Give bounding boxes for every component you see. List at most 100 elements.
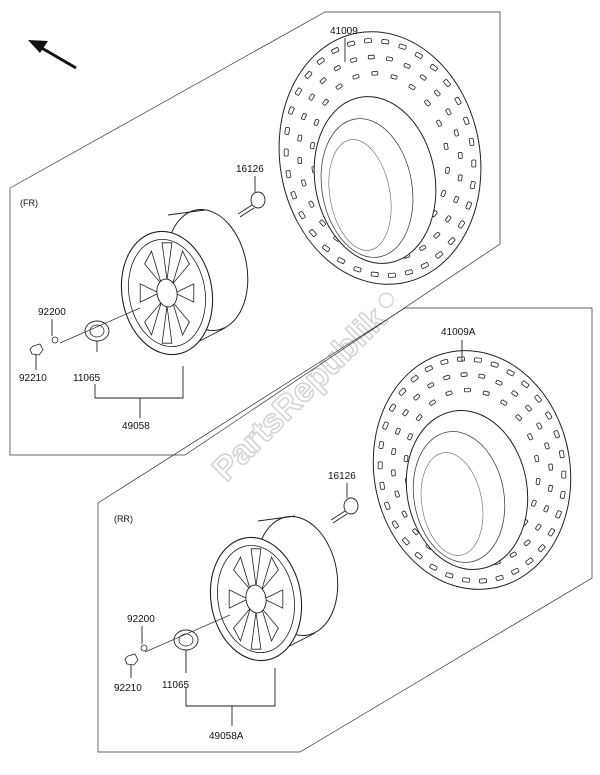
tread-block xyxy=(478,373,486,379)
tread-block xyxy=(401,510,408,518)
tread-block xyxy=(412,528,419,536)
tread-block xyxy=(525,404,532,412)
tread-block xyxy=(509,551,517,558)
tread-block xyxy=(389,403,397,412)
wheel-spoke xyxy=(144,301,162,336)
tread-block xyxy=(290,191,297,200)
wheel-spoke xyxy=(174,283,195,303)
tread-block xyxy=(543,505,550,513)
tread-block xyxy=(391,448,397,456)
tread-block xyxy=(530,499,537,507)
tread-block xyxy=(404,269,413,276)
tread-block xyxy=(347,40,356,47)
front-tire xyxy=(278,31,482,285)
front-group-frame xyxy=(9,11,501,456)
tread-block xyxy=(337,257,346,265)
tread-block xyxy=(313,118,320,127)
tread-block xyxy=(429,563,438,571)
tread-block xyxy=(414,51,423,59)
rear-valve xyxy=(330,497,359,524)
wheel-spoke xyxy=(161,242,173,281)
tread-block xyxy=(465,201,472,210)
tread-block xyxy=(453,195,459,204)
tread-block xyxy=(410,375,419,383)
tread-block xyxy=(458,151,463,159)
wheel-spoke xyxy=(228,589,249,609)
tread-block xyxy=(322,244,331,253)
tread-block xyxy=(403,455,409,463)
tread-block xyxy=(298,211,306,220)
tread-block xyxy=(457,356,465,362)
rear-washer-label: 92200 xyxy=(127,614,155,625)
tread-block xyxy=(443,79,451,87)
tread-block xyxy=(443,374,451,381)
rear-tire-label: 41009A xyxy=(441,327,476,338)
tread-block xyxy=(511,390,519,397)
tread-block xyxy=(288,106,295,115)
tread-block xyxy=(391,469,396,477)
tread-block xyxy=(385,56,393,62)
front-nut-label: 92210 xyxy=(19,373,47,384)
tread-block xyxy=(443,142,449,150)
tread-block xyxy=(352,74,360,80)
wheel-spoke xyxy=(261,556,279,591)
tread-block xyxy=(371,71,379,76)
tread-block xyxy=(515,414,523,422)
tread-block xyxy=(403,63,411,69)
front-washer xyxy=(51,319,59,344)
tread-block xyxy=(284,126,291,136)
tread-block xyxy=(555,510,562,519)
tread-block xyxy=(429,63,438,72)
tread-block xyxy=(304,70,313,79)
tread-block xyxy=(440,358,449,366)
tread-block xyxy=(420,262,429,269)
tread-block xyxy=(436,119,443,127)
tread-block xyxy=(335,83,343,90)
tread-block xyxy=(308,93,315,101)
tread-block xyxy=(370,271,379,277)
front-section-label: (FR) xyxy=(20,198,38,208)
tread-block xyxy=(378,441,385,450)
tread-block xyxy=(525,557,534,565)
tread-block xyxy=(310,142,315,150)
tread-block xyxy=(308,200,315,208)
front-nut xyxy=(29,343,44,370)
tread-block xyxy=(402,409,409,417)
tread-block xyxy=(419,74,427,81)
tread-block xyxy=(445,390,453,396)
front-group: (FR) 41009 16126 xyxy=(9,11,501,456)
tread-block xyxy=(511,568,520,575)
tread-block xyxy=(457,220,466,229)
tread-block xyxy=(482,390,490,396)
tread-block xyxy=(285,170,292,179)
rear-washer xyxy=(140,626,148,652)
tread-block xyxy=(462,577,471,583)
tread-block xyxy=(322,98,329,106)
tread-block xyxy=(506,369,515,377)
rear-group: (RR) 41009A 16126 xyxy=(97,307,593,753)
tread-block xyxy=(394,490,400,498)
tread-block xyxy=(408,83,416,91)
rear-cap-label: 11065 xyxy=(162,680,190,691)
tread-block xyxy=(561,470,567,479)
tread-block xyxy=(301,179,307,187)
tread-block xyxy=(364,38,372,44)
front-valve xyxy=(237,191,266,218)
tread-block xyxy=(297,157,303,165)
tread-block xyxy=(424,365,433,372)
tread-block xyxy=(444,215,452,223)
rear-valve-label: 16126 xyxy=(328,471,356,482)
wheel-spoke xyxy=(263,589,284,609)
tread-block xyxy=(536,422,543,430)
tread-block xyxy=(469,180,476,190)
tread-block xyxy=(547,484,553,492)
tread-block xyxy=(445,572,454,579)
rear-group-frame xyxy=(97,307,593,753)
tread-block xyxy=(424,99,431,107)
tread-block xyxy=(453,129,460,137)
tread-block xyxy=(353,266,362,273)
tread-block xyxy=(527,433,534,441)
tread-block xyxy=(521,380,530,389)
tread-block xyxy=(460,372,468,377)
tread-block xyxy=(447,237,456,246)
